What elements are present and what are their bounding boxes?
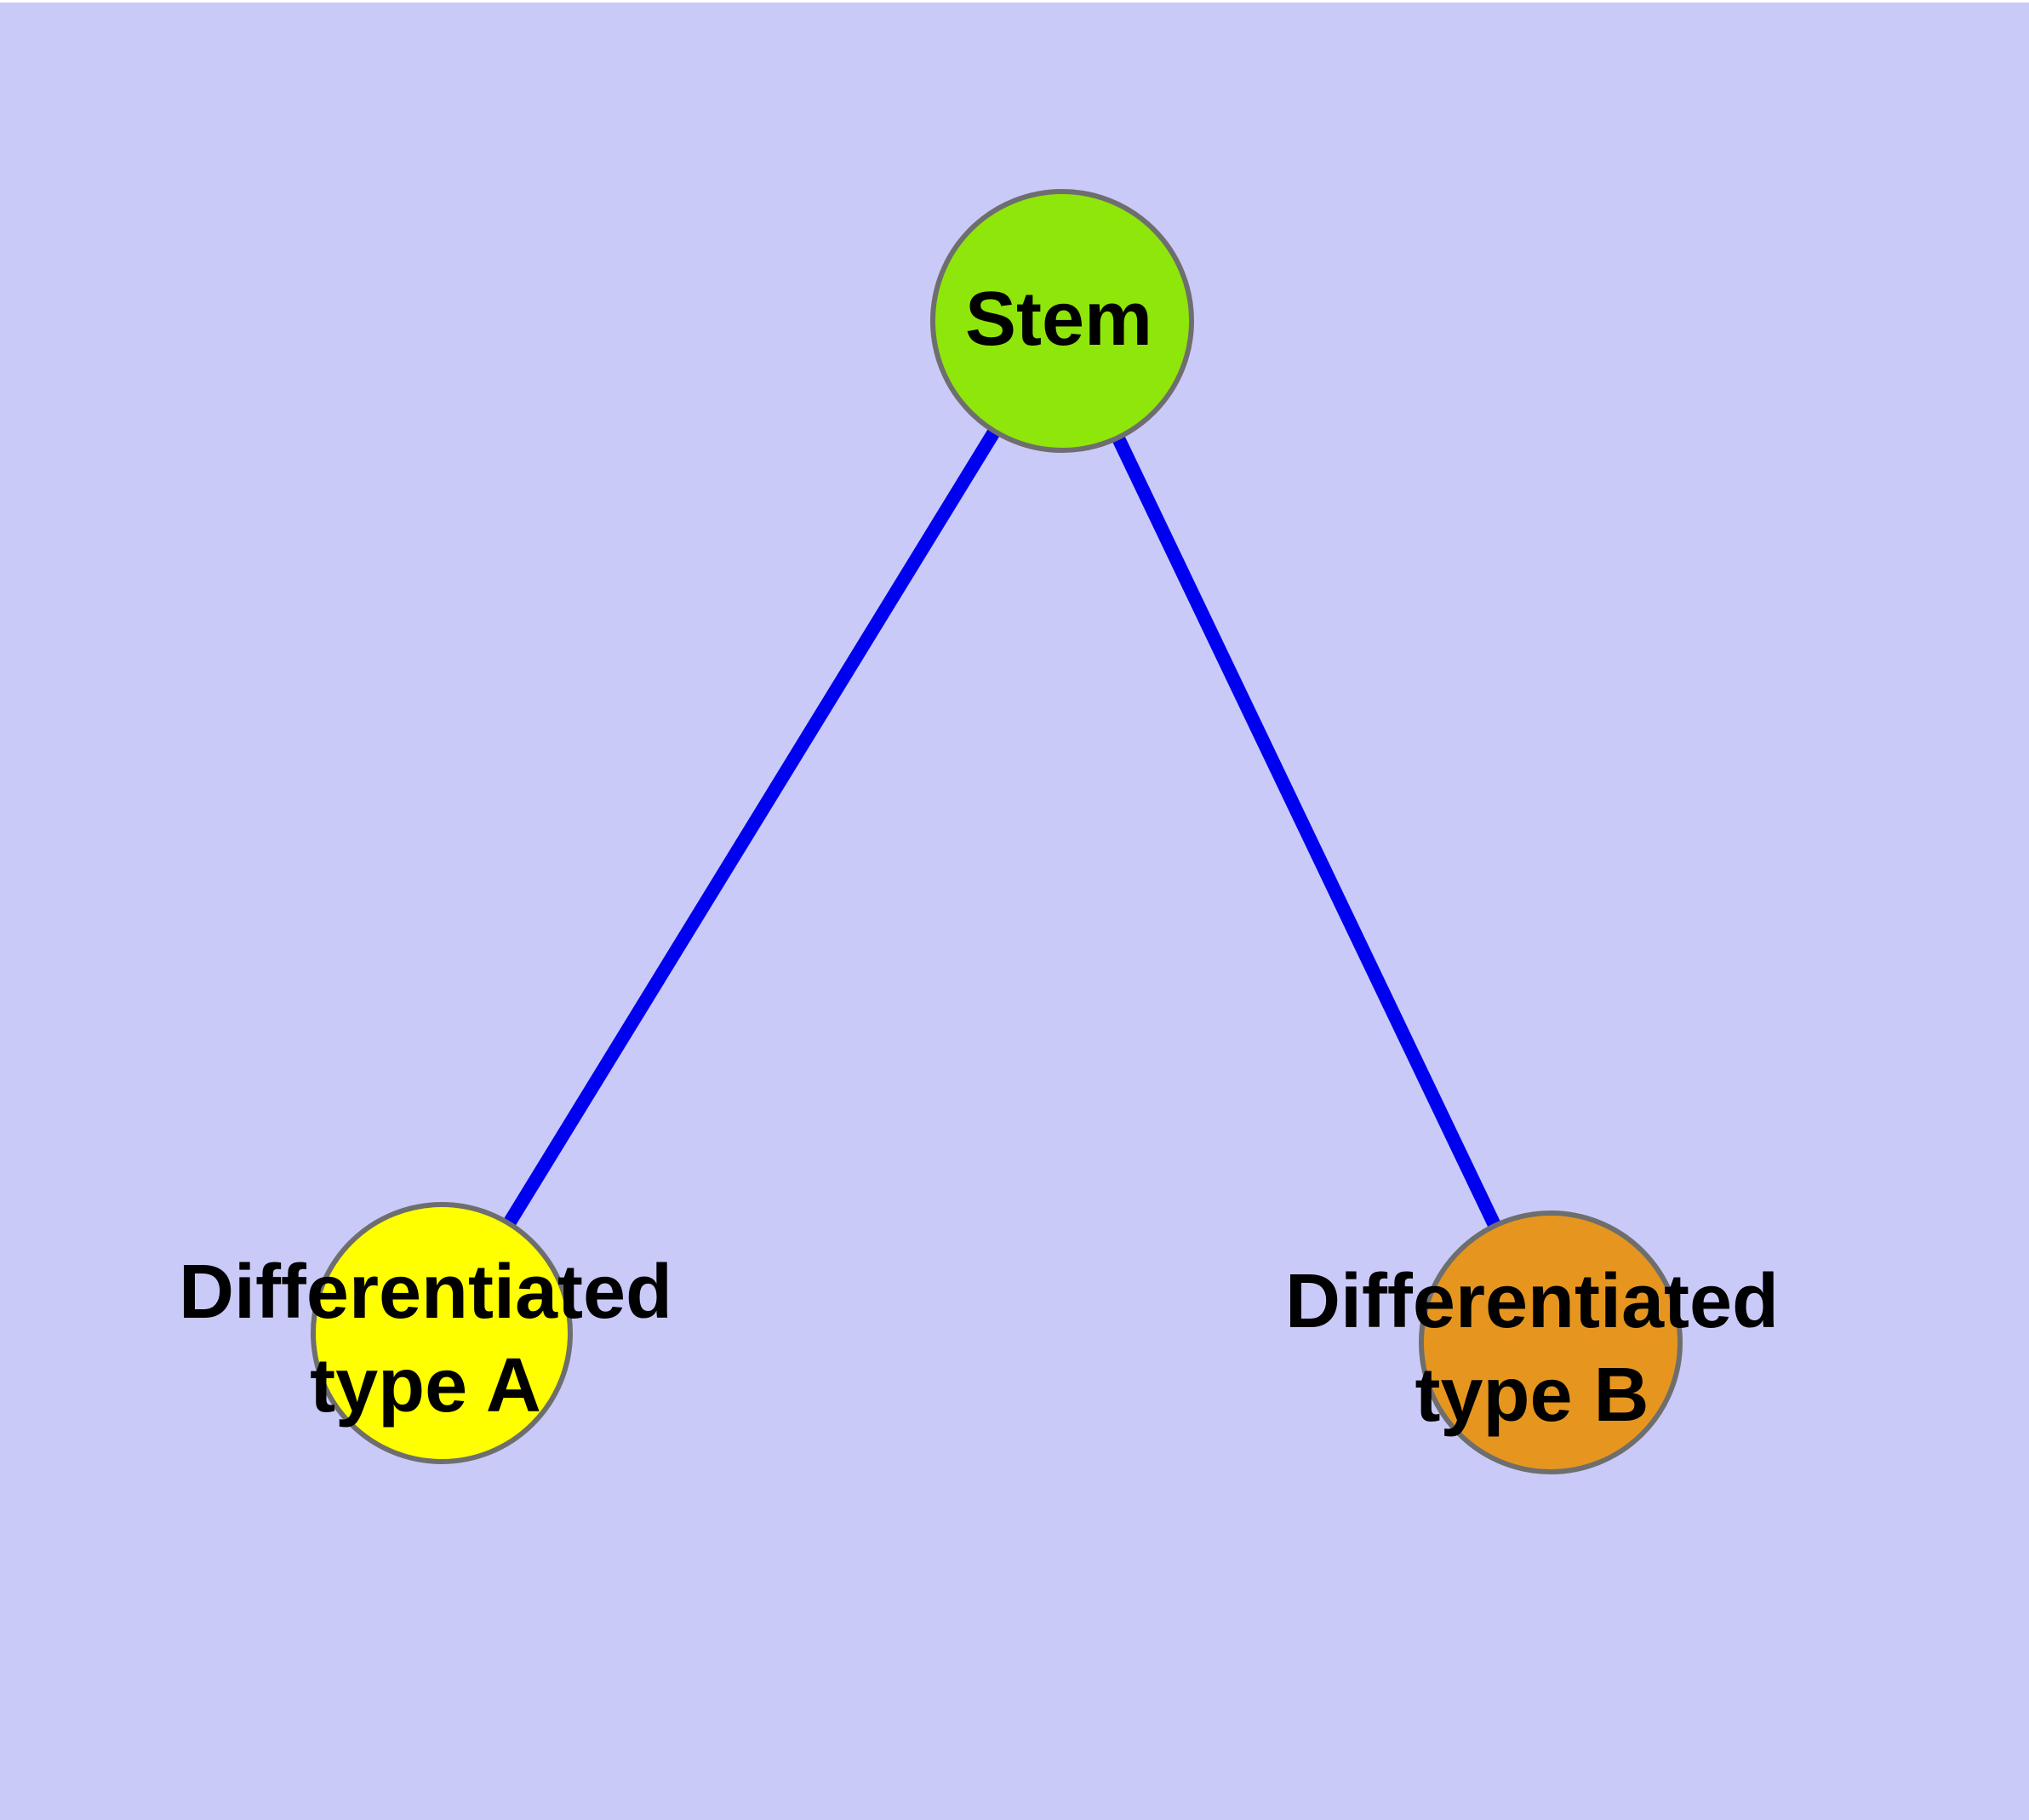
stem-node-circle	[930, 189, 1194, 453]
type-b-node-label-line2: type B	[1415, 1353, 1649, 1438]
type-a-node-label-line2: type A	[310, 1343, 541, 1428]
edge-stem-to-type-b	[1055, 318, 1557, 1346]
type-a-node-label-line1: Differentiated	[179, 1250, 672, 1335]
edge-stem-to-type-a	[436, 317, 1068, 1337]
stem-node-label: Stem	[965, 277, 1152, 362]
type-b-node-circle	[1419, 1210, 1683, 1474]
type-a-node-circle	[311, 1202, 573, 1464]
type-b-node-label-line1: Differentiated	[1285, 1259, 1779, 1344]
